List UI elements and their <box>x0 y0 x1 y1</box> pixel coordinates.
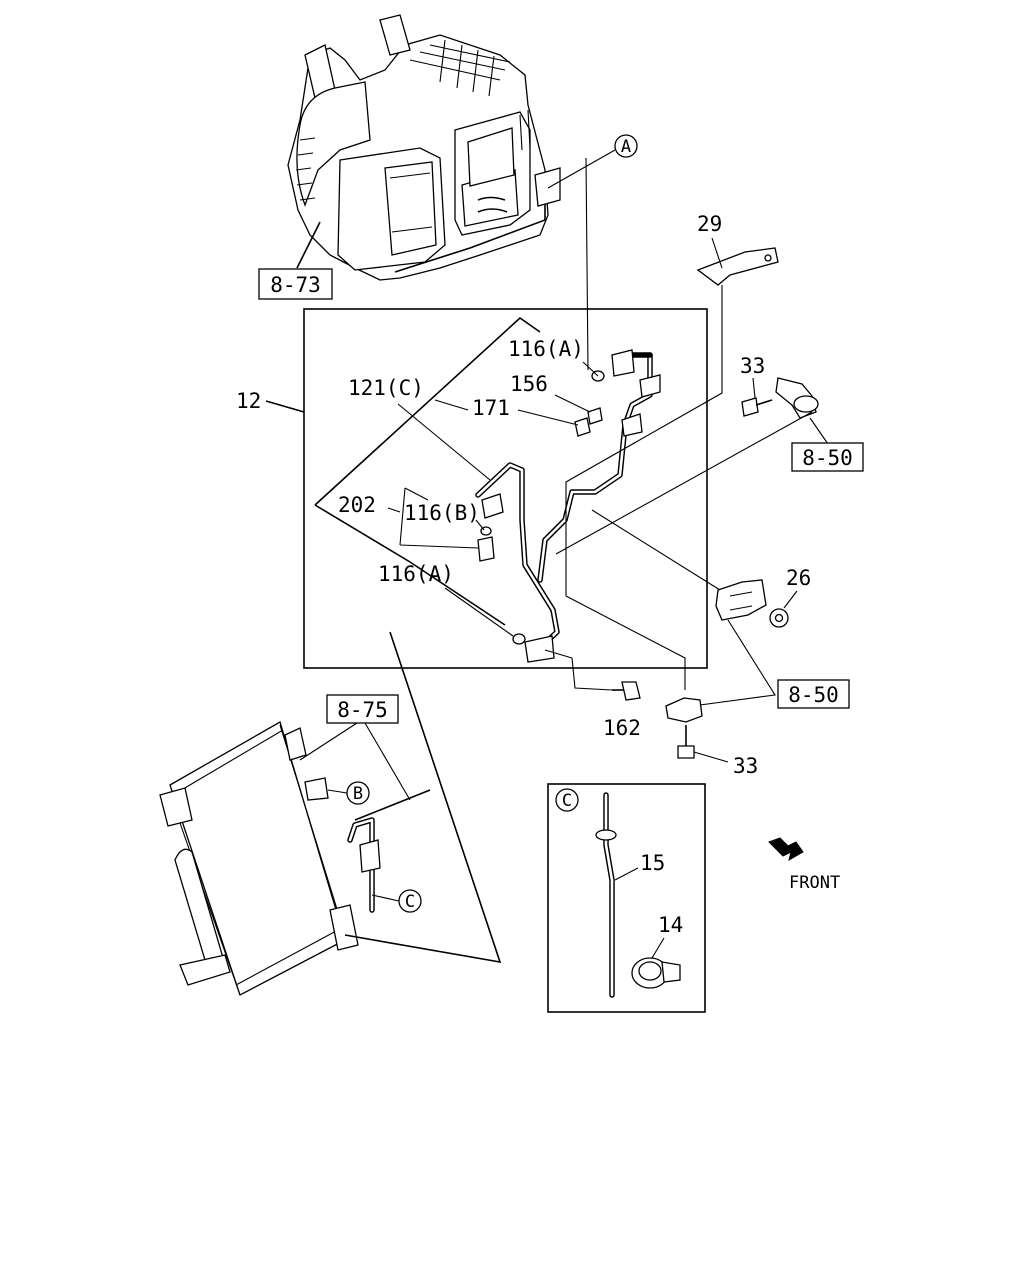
callout-156: 156 <box>510 372 548 396</box>
callout-171: 171 <box>472 396 510 420</box>
marker-a[interactable]: A <box>614 134 638 158</box>
clip-8-50-top <box>775 377 819 419</box>
svg-text:8-50: 8-50 <box>802 446 853 470</box>
callout-116a-top: 116(A) <box>508 337 584 361</box>
clamp-bracket <box>715 579 767 621</box>
svg-text:A: A <box>621 137 631 157</box>
callout-33-bottom: 33 <box>733 754 758 778</box>
detail-c-frame <box>547 783 706 1013</box>
callout-12: 12 <box>236 389 261 413</box>
callout-14: 14 <box>658 913 683 937</box>
marker-b[interactable]: B <box>346 781 370 805</box>
clip-lower <box>665 697 703 723</box>
ref-box-8-75[interactable]: 8-75 <box>326 694 399 724</box>
marker-c-detail[interactable]: C <box>555 788 579 812</box>
bolt-33-top <box>741 397 773 417</box>
callout-33-top: 33 <box>740 354 765 378</box>
marker-c-condenser[interactable]: C <box>398 889 422 913</box>
callout-116b: 116(B) <box>404 501 480 525</box>
nut-26 <box>769 608 789 628</box>
fitting-156 <box>587 407 603 425</box>
ref-box-8-73[interactable]: 8-73 <box>258 268 333 300</box>
callout-15: 15 <box>640 851 665 875</box>
bolt-33-bottom <box>677 725 695 759</box>
hvac-unit-illustration <box>287 14 561 281</box>
cap-202 <box>477 536 495 562</box>
svg-text:8-73: 8-73 <box>270 273 321 297</box>
condenser-illustration <box>159 721 431 996</box>
svg-text:C: C <box>562 791 572 811</box>
fitting-171 <box>574 417 591 437</box>
svg-text:8-75: 8-75 <box>337 698 388 722</box>
bolt-162 <box>612 681 641 701</box>
bracket-29 <box>696 247 779 286</box>
callout-162: 162 <box>603 716 641 740</box>
callout-26: 26 <box>786 566 811 590</box>
callout-202: 202 <box>338 493 376 517</box>
svg-text:B: B <box>353 784 363 804</box>
ac-pipe-lines <box>475 349 661 663</box>
front-label: FRONT <box>789 873 840 893</box>
pipe-15 <box>595 792 617 998</box>
svg-text:8-50: 8-50 <box>788 683 839 707</box>
o-ring-116a-bot <box>512 633 526 645</box>
front-arrow-icon <box>768 837 804 862</box>
clamp-14 <box>631 957 681 989</box>
callout-29: 29 <box>697 212 722 236</box>
callout-116a-bot: 116(A) <box>378 562 454 586</box>
ref-box-8-50-top[interactable]: 8-50 <box>791 442 864 472</box>
pipe-assembly-frame <box>303 308 708 669</box>
svg-text:C: C <box>405 892 415 912</box>
ref-box-8-50-bottom[interactable]: 8-50 <box>777 679 850 709</box>
callout-121c: 121(C) <box>348 376 424 400</box>
